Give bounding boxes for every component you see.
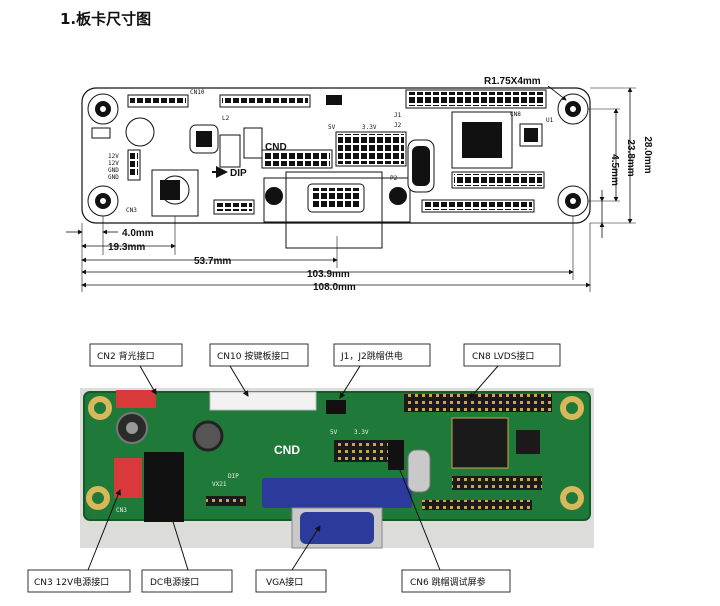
horizontal-dimensions: 4.0mm 19.3mm 53.7mm 103.9mm 108.0mm xyxy=(66,216,591,293)
silk-j1: J1 xyxy=(394,112,402,119)
dim-19-3mm: 19.3mm xyxy=(108,242,145,253)
photo-main-ic xyxy=(451,417,509,469)
silk-5v: 5V xyxy=(328,124,336,131)
silk-u1: U1 xyxy=(546,117,554,124)
svg-text:CN8 LVDS接口: CN8 LVDS接口 xyxy=(472,350,534,362)
photo-silk-5v: 5V xyxy=(330,429,338,436)
silk-gnd-b: GND xyxy=(108,174,119,181)
silk-cn8: CN8 xyxy=(510,111,521,118)
svg-text:J1，J2跳帽供电: J1，J2跳帽供电 xyxy=(340,350,403,362)
photo-hole-tr xyxy=(560,396,584,420)
photo-j1j2-jumper xyxy=(326,400,346,414)
dim-108mm: 108.0mm xyxy=(313,282,356,293)
photo-silk-cn3: CN3 xyxy=(116,507,127,514)
board-outline-drawing: DIP CND 5V 3.3V 12V 12V GND GND xyxy=(81,87,591,249)
photo-crystal xyxy=(407,449,431,493)
dim-53-7mm: 53.7mm xyxy=(194,256,231,267)
hole-note: R1.75X4mm xyxy=(484,76,541,87)
hole-radius-callout: R1.75X4mm xyxy=(484,76,567,101)
svg-text:CN2 背光接口: CN2 背光接口 xyxy=(97,350,155,362)
callout-j1j2: J1，J2跳帽供电 xyxy=(333,343,431,399)
callout-cn6: CN6 跳帽调试屏参 xyxy=(391,449,511,593)
callout-cn8: CN8 LVDS接口 xyxy=(463,343,561,399)
callout-dc: DC电源接口 xyxy=(141,511,233,593)
photo-cn3-connector xyxy=(114,458,142,498)
board-photo: CN3 VX21 CND 5V 3.3V DIP xyxy=(80,388,594,549)
svg-text:VGA接口: VGA接口 xyxy=(266,576,303,588)
cnd-logo-drawing: CND xyxy=(265,142,287,153)
silk-j2: J2 xyxy=(394,122,402,129)
mount-hole-top-right xyxy=(557,93,589,125)
svg-text:DC电源接口: DC电源接口 xyxy=(150,576,199,588)
photo-silk-3v3: 3.3V xyxy=(354,429,369,436)
dim-4-5mm: 4.5mm xyxy=(609,154,620,186)
silk-l2: L2 xyxy=(222,115,230,122)
silk-cn10: CN10 xyxy=(190,89,205,96)
dim-23-8mm: 23.8mm xyxy=(625,139,636,176)
photo-cn6-jumpers xyxy=(388,440,404,470)
dip-label: DIP xyxy=(230,168,247,179)
mount-hole-top-left xyxy=(87,93,119,125)
callout-cn2: CN2 背光接口 xyxy=(89,343,183,395)
photo-inductor xyxy=(192,420,224,452)
silk-3v3: 3.3V xyxy=(362,124,377,131)
silk-gnd-a: GND xyxy=(108,167,119,174)
vertical-dimensions: 28.0mm 23.8mm 4.5mm xyxy=(588,87,653,238)
silk-p2: P2 xyxy=(390,175,398,182)
callouts: CN2 背光接口 CN10 按键板接口 J1，J2跳帽供电 CN8 LVDS接口… xyxy=(27,343,561,593)
callout-cn10: CN10 按键板接口 xyxy=(209,343,309,397)
dim-28mm: 28.0mm xyxy=(642,136,653,173)
svg-text:CN10 按键板接口: CN10 按键板接口 xyxy=(217,350,289,362)
photo-cn8-header xyxy=(404,394,552,412)
section-heading: 1.板卡尺寸图 xyxy=(60,10,152,28)
photo-hole-bl xyxy=(86,486,110,510)
photo-silk-vx21: VX21 xyxy=(212,481,227,488)
silk-cn3: CN3 xyxy=(126,207,137,214)
photo-header-middle xyxy=(334,440,404,462)
silk-12v-a: 12V xyxy=(108,153,119,160)
photo-hole-br xyxy=(560,486,584,510)
mount-hole-bottom-right xyxy=(557,185,589,217)
photo-dc-jack xyxy=(144,452,184,522)
photo-silk-dip: DIP xyxy=(228,473,239,480)
photo-cn2-connector xyxy=(116,390,156,408)
photo-vga-connector xyxy=(262,478,412,508)
silk-12v-b: 12V xyxy=(108,160,119,167)
svg-text:CN3 12V电源接口: CN3 12V电源接口 xyxy=(34,576,109,588)
dim-4mm: 4.0mm xyxy=(122,228,154,239)
mount-hole-bottom-left xyxy=(87,185,119,217)
callout-cn3: CN3 12V电源接口 xyxy=(27,489,131,593)
dim-103-9mm: 103.9mm xyxy=(307,269,350,280)
photo-silk-cnd: CND xyxy=(274,443,300,457)
callout-vga: VGA接口 xyxy=(255,525,327,593)
photo-cn10-connector xyxy=(209,391,317,411)
svg-text:CN6 跳帽调试屏参: CN6 跳帽调试屏参 xyxy=(410,576,486,588)
photo-hole-tl xyxy=(88,396,112,420)
